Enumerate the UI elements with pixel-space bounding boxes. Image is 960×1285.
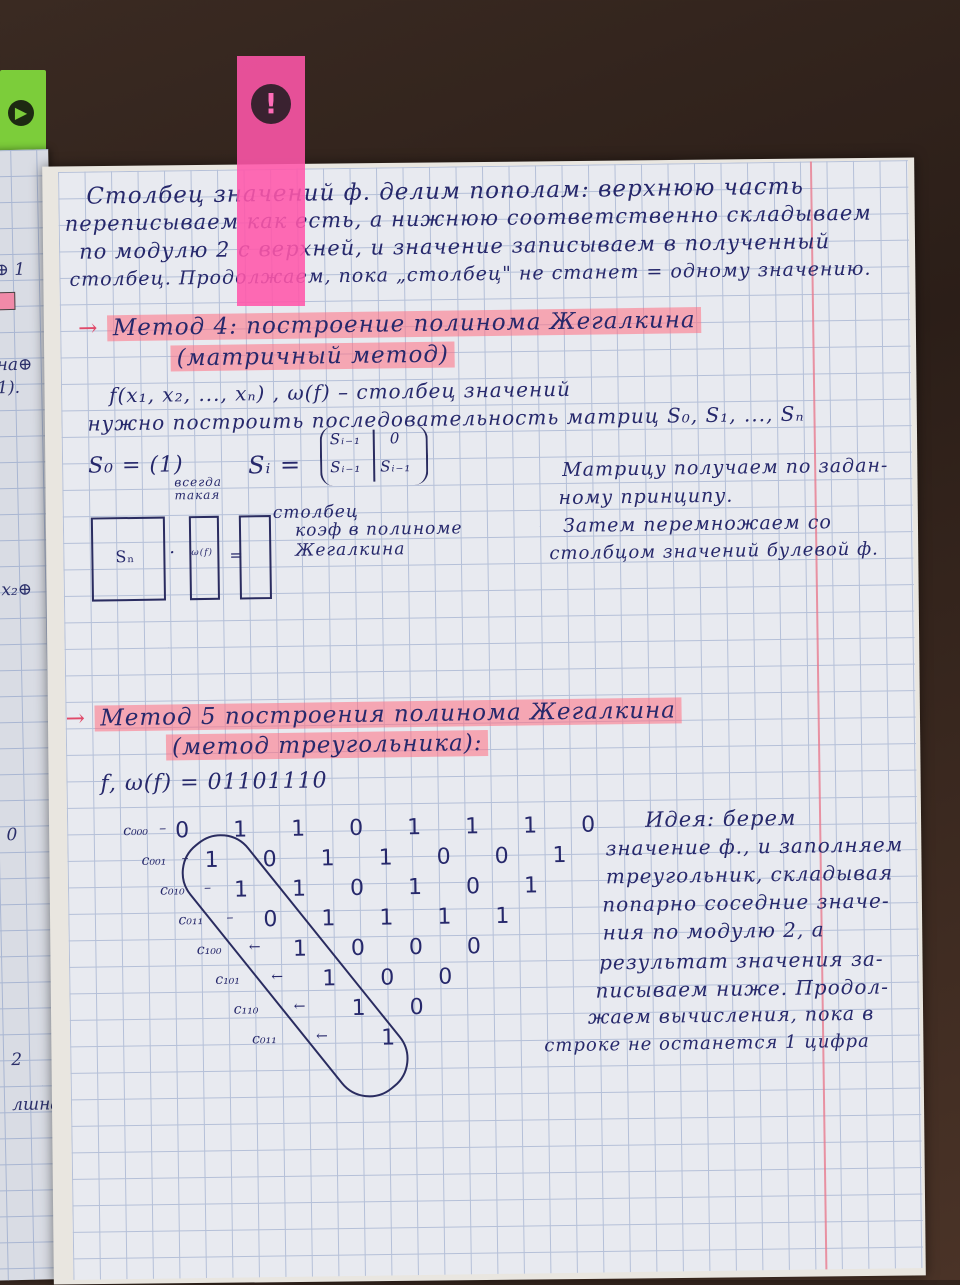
triangle-cell: 1 (378, 845, 393, 871)
triangle-row-label: c₀₁₁ (178, 912, 204, 929)
triangle-cell: 1 (552, 842, 567, 869)
left-fragment: на⊕ (0, 354, 33, 376)
idea-line: Идея: берем (644, 805, 797, 832)
left-fragment: 1). (0, 377, 21, 399)
triangle-cell: 0 (350, 935, 366, 961)
triangle-cell: 0 (409, 994, 424, 1021)
triangle-cell: 1 (465, 814, 480, 840)
notebook-page: Столбец значений ф. делим пополам: верхн… (58, 160, 924, 1280)
play-icon: ▶ (8, 100, 34, 126)
left-fragment: 2 (11, 1049, 23, 1071)
triangle-row-label: c₁₀₁ (215, 971, 241, 988)
triangle-cell: 1 (407, 874, 423, 901)
idea-line: треугольник, складывая (605, 860, 894, 889)
triangle-row-label: c₀₀₀ (123, 822, 149, 840)
triangle-cell: 0 (408, 934, 424, 961)
triangle-cell: 0 (438, 964, 453, 990)
triangle-row-label: c₁₁₀ (233, 1001, 259, 1018)
triangle-cell: 1 (291, 816, 306, 842)
triangle-row-label: c₀₁₀ (159, 882, 185, 899)
triangle-cell: 1 (407, 814, 422, 841)
exclamation-icon: ! (251, 84, 291, 124)
triangle-cell: 0 (175, 818, 190, 844)
triangle-cell: 1 (495, 903, 510, 929)
triangle-row-label: c₀₀₁ (141, 852, 167, 869)
triangle-cell: 0 (494, 843, 509, 869)
left-fragment: 0 (6, 824, 18, 846)
triangle-cell: 0 (349, 815, 364, 841)
triangle-cell: 0 (349, 875, 365, 901)
triangle-cell: 1 (523, 813, 538, 839)
triangle-row-label: c₁₀₀ (196, 941, 222, 959)
idea-line: ния по модулю 2, а (602, 917, 825, 945)
left-fragment: ⊕ 1 (0, 259, 26, 281)
pink-box-icon (0, 291, 16, 311)
triangle-cell: 0 (436, 844, 451, 870)
triangle-cell: 1 (320, 846, 335, 872)
left-fragment: x₂⊕ (1, 579, 33, 601)
idea-line: писываем ниже. Продол- (595, 974, 890, 1003)
pink-sticky-note: ! (237, 56, 305, 306)
dash-mark: – (159, 820, 167, 837)
triangle-cell: 0 (380, 965, 395, 991)
idea-line: значение ф., и заполняем (605, 832, 904, 861)
triangle-cell: 1 (523, 873, 539, 899)
triangle-cell: 0 (466, 934, 482, 960)
triangle-row-label: c₀₁₁ (252, 1031, 277, 1048)
triangle-cell: 1 (379, 905, 394, 931)
triangle-cell: 0 (465, 874, 481, 900)
idea-line: попарно соседние значе- (602, 888, 890, 917)
idea-line: жаем вычисления, пока в (587, 1002, 875, 1029)
idea-line: результат значения за- (598, 946, 884, 975)
triangle-cell: 1 (321, 906, 336, 932)
triangle-cell: 1 (437, 904, 452, 930)
triangle-cell: 1 (291, 876, 307, 902)
triangle-cell: 0 (580, 812, 596, 838)
